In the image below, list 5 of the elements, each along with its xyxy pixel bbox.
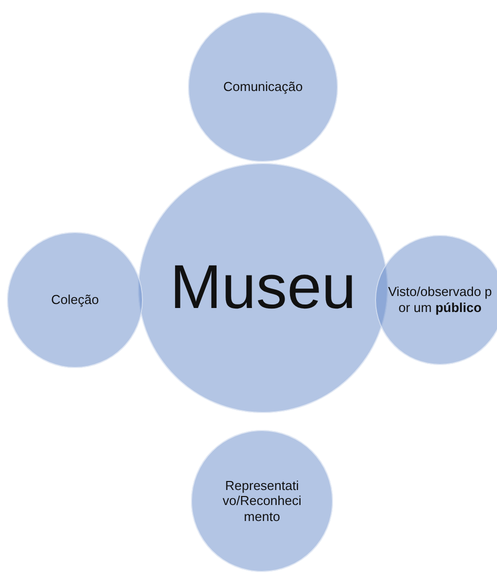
title-text: Museu xyxy=(170,252,356,324)
topic-label: Coleção xyxy=(51,292,99,308)
topic-label: Representativo/Reconhecimento xyxy=(222,478,302,524)
topic-label: Comunicação xyxy=(223,79,303,95)
topic-label: Visto/observado por um público xyxy=(387,284,493,316)
